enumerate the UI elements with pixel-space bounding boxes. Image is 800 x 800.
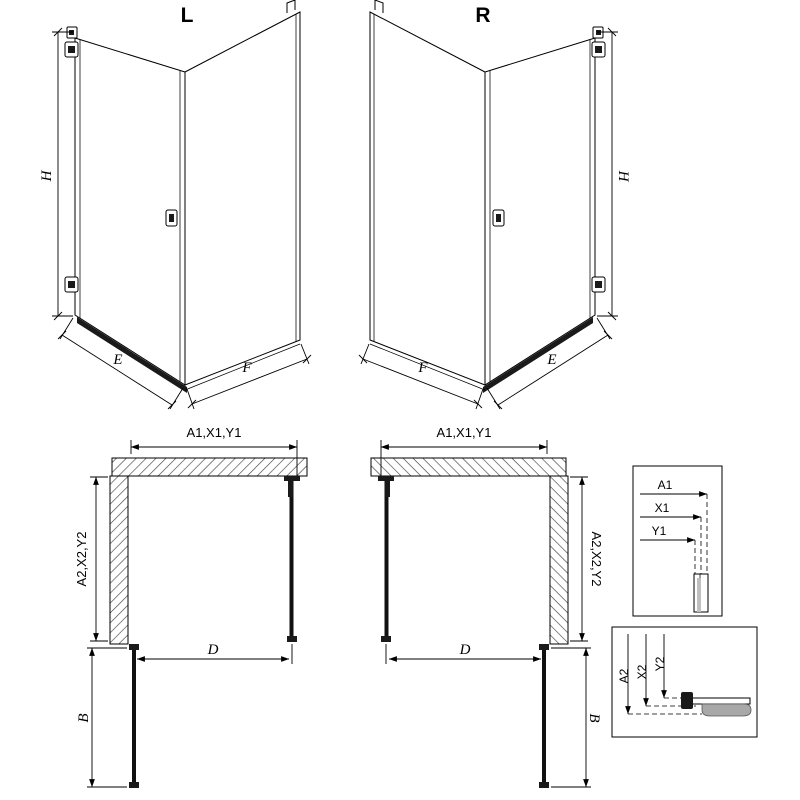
floor-edge-line	[184, 343, 301, 391]
label-fixed-width-left: F	[241, 360, 252, 376]
fixed-glass-foot	[287, 636, 297, 642]
top-bracket-pin	[69, 30, 74, 35]
dim-fixed-width	[186, 343, 312, 410]
label-plan-top-right: A1,X1,Y1	[437, 425, 492, 440]
label-door-width-left: E	[112, 352, 122, 368]
fixed-panel-outline	[184, 11, 301, 386]
label-plan-side-left: A2,X2,Y2	[74, 532, 89, 587]
wall-profile-tab	[286, 0, 296, 13]
shower-3d-left-geometry	[52, 0, 312, 410]
door-hinge-block	[129, 644, 139, 650]
threshold-rail	[77, 317, 187, 393]
wall-bracket-vertical	[288, 481, 293, 497]
label-a1: A1	[658, 478, 673, 492]
wall-top	[111, 457, 308, 477]
dim-plan-top	[130, 440, 298, 476]
detail-a2-x2-y2: A2 X2 Y2	[611, 626, 758, 738]
variant-label-left: L	[181, 4, 194, 27]
dim-plan-side	[90, 476, 108, 642]
detail-bottom-border	[611, 626, 758, 738]
detail-top-border	[632, 465, 723, 617]
wall-side	[109, 475, 129, 645]
dim-door-width	[57, 317, 184, 410]
door-handle-grip	[169, 214, 174, 222]
dim-height	[52, 27, 73, 321]
door-end-cap	[129, 782, 139, 788]
label-plan-door-extension-left: B	[76, 713, 92, 722]
glass-in-profile	[697, 578, 701, 612]
label-plan-side-right: A2,X2,Y2	[589, 532, 604, 587]
bottom-profile-clamp	[681, 692, 693, 709]
detail-a1-x1-y1: A1 X1 Y1	[632, 465, 723, 617]
bottom-profile-seal	[701, 703, 752, 717]
label-x2: X2	[635, 664, 649, 679]
label-x1: X1	[655, 501, 670, 515]
label-plan-opening-left: D	[207, 642, 219, 658]
label-plan-door-extension-right: B	[586, 713, 602, 722]
label-height-left: H	[39, 169, 55, 182]
label-plan-top-left: A1,X1,Y1	[187, 425, 242, 440]
dim-plan-opening	[136, 644, 293, 664]
variant-label-right: R	[475, 4, 490, 27]
hinge-top-pin	[68, 46, 75, 53]
hinge-bottom-pin	[68, 281, 75, 288]
bottom-profile-glass	[687, 697, 751, 705]
wall-bracket-horizontal	[284, 476, 300, 481]
plan-right-geometry	[371, 440, 591, 788]
label-door-width-right: E	[546, 352, 556, 368]
door-panel-outline	[74, 37, 186, 386]
label-plan-opening-right: D	[459, 642, 471, 658]
dim-plan-door-extension	[87, 647, 127, 788]
label-height-right: H	[615, 170, 631, 183]
label-a2: A2	[617, 668, 631, 683]
label-y2: Y2	[653, 656, 667, 671]
label-y1: Y1	[652, 524, 667, 538]
label-fixed-width-right: F	[417, 360, 428, 376]
shower-3d-right-geometry	[358, 0, 619, 410]
plan-left-geometry	[87, 440, 308, 788]
